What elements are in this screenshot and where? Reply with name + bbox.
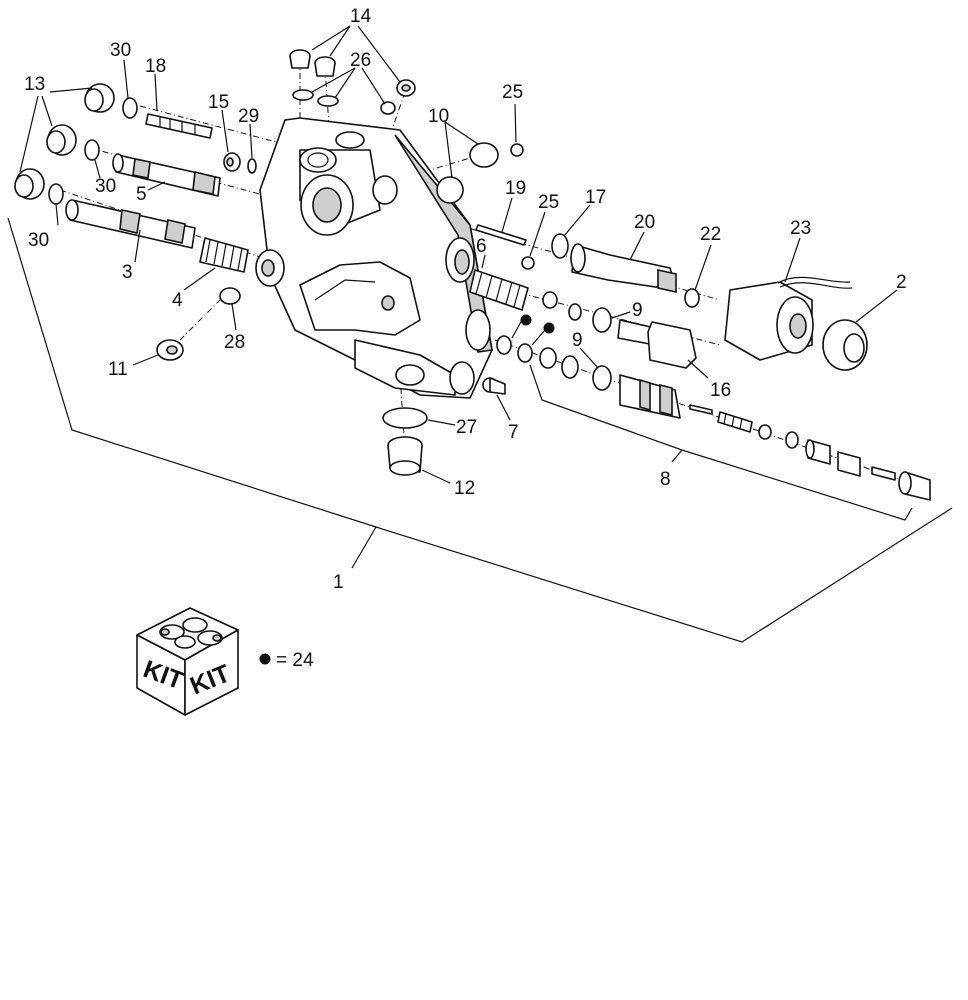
callout-7: 7 xyxy=(508,422,519,443)
callout-17: 17 xyxy=(585,187,606,208)
plunger-16 xyxy=(617,319,697,369)
o-ring-10-b xyxy=(436,176,464,204)
o-ring-29 xyxy=(247,158,257,174)
o-ring-26-c xyxy=(380,101,396,115)
callout-16: 16 xyxy=(710,380,731,401)
fitting-a xyxy=(805,439,831,465)
plug-11 xyxy=(156,339,184,361)
o-ring-26-a xyxy=(292,89,314,101)
callout-25-b: 25 xyxy=(538,192,559,213)
callout-2: 2 xyxy=(896,272,907,293)
callout-4: 4 xyxy=(172,290,183,311)
coil-23 xyxy=(724,276,853,361)
callout-30-b: 30 xyxy=(95,176,116,197)
callout-28: 28 xyxy=(224,332,245,353)
callout-26: 26 xyxy=(350,50,371,71)
spring-6 xyxy=(469,269,529,311)
cap-end xyxy=(898,471,931,501)
pin-end xyxy=(871,466,896,481)
callout-14: 14 xyxy=(350,6,372,27)
callout-8: 8 xyxy=(660,469,671,490)
o-ring-10-a xyxy=(469,142,499,168)
spring-4 xyxy=(199,237,249,273)
spool-3 xyxy=(65,199,196,249)
washer-a xyxy=(542,291,558,309)
o-ring-26-b xyxy=(317,95,339,107)
nut-2 xyxy=(822,319,868,371)
kit-dot-b xyxy=(543,322,555,334)
callout-20: 20 xyxy=(634,212,655,233)
o-ring-25-a xyxy=(510,143,524,157)
o-ring-30-a xyxy=(122,97,138,119)
callout-23: 23 xyxy=(790,218,811,239)
callout-30-a: 30 xyxy=(110,40,131,61)
valve-body xyxy=(255,117,493,399)
washer-b xyxy=(568,303,582,321)
callout-11: 11 xyxy=(108,359,128,380)
washer-d xyxy=(517,343,533,363)
callout-15: 15 xyxy=(208,92,229,113)
kit-dot-a xyxy=(520,314,532,326)
o-ring-9-a xyxy=(592,307,612,333)
spring-small xyxy=(717,411,753,433)
legend-text: = 24 xyxy=(276,650,314,671)
callout-5: 5 xyxy=(136,184,147,205)
callout-25-a: 25 xyxy=(502,82,523,103)
plug-14-c xyxy=(396,79,416,97)
pin-19 xyxy=(475,224,527,246)
assembly-bracket-8 xyxy=(529,364,913,521)
callout-13: 13 xyxy=(24,74,45,95)
callout-18: 18 xyxy=(145,56,166,77)
pin-small xyxy=(689,404,713,415)
plug-13-c xyxy=(14,168,45,200)
spool-18 xyxy=(145,113,213,139)
cartridge-20 xyxy=(570,243,677,293)
callout-27: 27 xyxy=(456,417,477,438)
seat-small xyxy=(758,424,772,440)
callout-9-a: 9 xyxy=(632,300,643,321)
plug-13-b xyxy=(46,124,77,156)
legend: = 24 xyxy=(259,650,314,671)
spool-5 xyxy=(112,153,221,197)
legend-dot xyxy=(259,653,271,665)
plug-14-b xyxy=(314,56,336,77)
seat-e xyxy=(539,347,557,369)
plug-13-a xyxy=(84,83,115,113)
washer-c xyxy=(496,335,512,355)
callout-29: 29 xyxy=(238,106,259,127)
fitting-b xyxy=(837,451,861,477)
kit-box-icon: KIT KIT xyxy=(136,607,239,716)
callout-19: 19 xyxy=(505,178,526,199)
o-ring-27 xyxy=(382,407,428,429)
ring-f xyxy=(561,355,579,379)
o-ring-17 xyxy=(551,233,569,259)
o-ring-22 xyxy=(684,288,700,308)
plug-15 xyxy=(223,152,241,172)
leader-lines xyxy=(19,25,898,484)
callout-12: 12 xyxy=(454,478,475,499)
o-ring-small xyxy=(785,431,799,449)
assembly-bracket-1 xyxy=(7,217,953,643)
valve-8-body xyxy=(619,374,681,419)
callout-6: 6 xyxy=(476,236,487,257)
callout-22: 22 xyxy=(700,224,721,245)
plug-12 xyxy=(387,436,423,476)
fitting-7 xyxy=(482,377,506,395)
o-ring-30-c xyxy=(48,183,64,205)
callout-9-b: 9 xyxy=(572,330,583,351)
callout-labels: 14 26 13 30 18 15 29 30 30 5 3 4 28 11 1… xyxy=(24,6,907,593)
o-ring-30-b xyxy=(84,139,100,161)
plug-14-a xyxy=(289,49,311,69)
o-ring-25-b xyxy=(521,256,535,270)
o-ring-28 xyxy=(219,287,241,305)
callout-1: 1 xyxy=(333,572,344,593)
callout-3: 3 xyxy=(122,262,133,283)
callout-10: 10 xyxy=(428,106,449,127)
o-ring-9-b xyxy=(592,365,612,391)
callout-30-c: 30 xyxy=(28,230,49,251)
